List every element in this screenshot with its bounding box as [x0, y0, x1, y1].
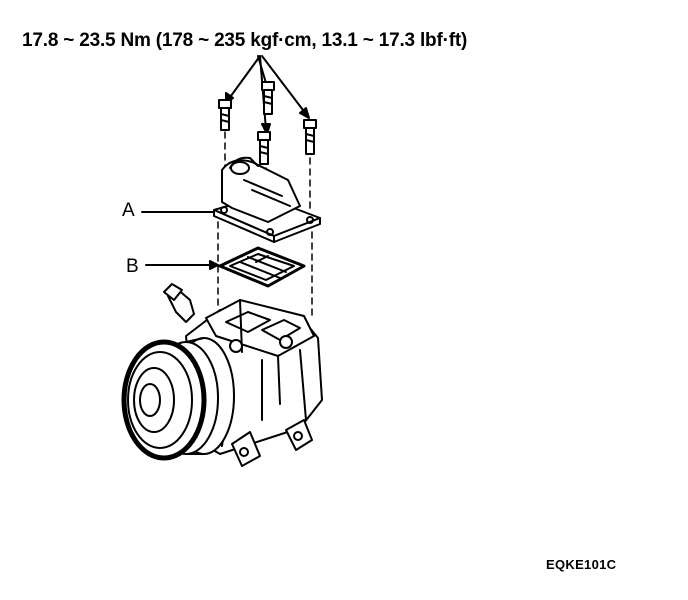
bolt-icon: [261, 81, 275, 115]
gasket-b: [218, 246, 306, 288]
figure-code: EQKE101C: [546, 557, 617, 572]
leader-arrow-b: [209, 260, 219, 270]
callout-label-a: A: [122, 200, 135, 221]
bolt-icon: [218, 99, 232, 131]
torque-specification: 17.8 ~ 23.5 Nm (178 ~ 235 kgf·cm, 13.1 ~…: [22, 30, 468, 51]
bolt-icon: [257, 131, 271, 165]
clutch-pulley: [121, 337, 235, 461]
bolt-icon: [303, 119, 317, 155]
callout-label-b: B: [126, 256, 139, 277]
cover-plate-a: [213, 156, 321, 243]
